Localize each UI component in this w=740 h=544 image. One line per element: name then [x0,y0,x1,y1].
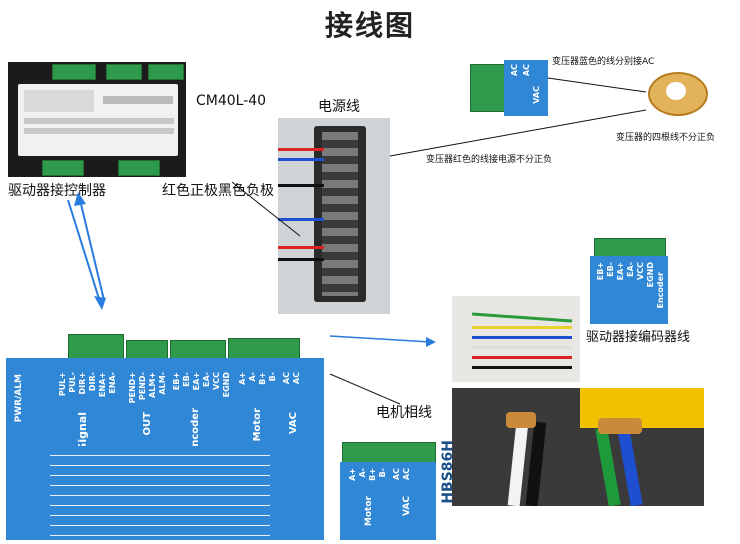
pin-egnd: EGND [222,372,231,398]
line-motor-phase [329,373,401,405]
motor-small-vac: VAC [402,496,412,516]
enc-small-eb-minus: EB- [606,262,615,277]
arrow-encoder [329,335,431,343]
arrow-encoder-head [426,337,436,347]
pin-a-plus: A+ [238,372,247,385]
pin-b-minus: B- [268,372,277,382]
transformer-blue-label: 变压器蓝色的线分别接AC [552,57,655,67]
arrow-down-head [94,296,106,310]
vac-small-ac2: AC [522,64,531,77]
line-transformer-red [389,109,647,157]
transformer-image [642,68,708,122]
enc-small-vcc: VCC [636,262,645,280]
driver-panel-photo: PWR/ALM PUL+ PUL- DIR+ DIR- ENA+ ENA- PE… [6,316,324,540]
group-out: OUT [142,412,153,436]
pin-pend-plus: PEND+ [128,372,137,404]
pin-dir-plus: DIR+ [78,372,87,395]
power-terminal-photo [278,118,390,314]
line-transformer-blue [547,77,647,93]
motor-small-ac2: AC [402,468,411,481]
pin-pul-minus: PUL- [68,372,77,393]
motor-small-a-plus: A+ [348,468,357,481]
group-signal: Signal [76,412,89,451]
enc-small-egnd: EGND [646,262,655,288]
motor-small-a-minus: A- [358,468,367,478]
vac-small-ac1: AC [510,64,519,77]
pin-ac2: AC [292,372,301,385]
pin-eb-minus: EB- [182,372,191,387]
transformer-four-label: 变压器的四根线不分正负 [616,133,716,143]
pin-ena-plus: ENA+ [98,372,107,398]
motor-terminal-photo: A+ A- B+ B- AC AC Motor VAC [340,432,436,540]
pin-vcc: VCC [212,372,221,390]
arrow-up [79,199,105,301]
pin-pul-plus: PUL+ [58,372,67,397]
motor-small-b-plus: B+ [368,468,377,481]
arrow-down [67,199,101,303]
page-title: 接线图 [324,9,415,42]
pin-alm-plus: ALM+ [148,372,157,398]
pin-ea-minus: EA- [202,372,211,387]
red-black-label: 红色正极黑色负极 [162,183,274,199]
pin-pwr-alm: PWR/ALM [14,374,24,423]
pin-alm-minus: ALM- [158,372,167,395]
brand-label: HBS86H [440,440,456,504]
enc-small-eb-plus: EB+ [596,262,605,281]
encoder-wires-photo [452,296,580,382]
driver-to-controller-label: 驱动器接控制器 [8,183,106,199]
pin-ena-minus: ENA- [108,372,117,394]
pin-dir-minus: DIR- [88,372,97,392]
motor-small-b-minus: B- [378,468,387,478]
enc-small-ea-minus: EA- [626,262,635,277]
motor-phase-label: 电机相线 [376,405,432,421]
power-line-label: 电源线 [318,99,360,115]
pin-b-plus: B+ [258,372,267,385]
controller-photo [8,62,186,177]
pin-eb-plus: EB+ [172,372,181,391]
motor-small-motor: Motor [364,496,374,527]
motor-small-ac1: AC [392,468,401,481]
pin-ea-plus: EA+ [192,372,201,391]
group-vac: VAC [288,412,299,435]
vac-small-vac: VAC [532,86,541,104]
vac-terminal-photo: AC AC VAC [470,60,548,116]
encoder-terminal-photo: EB+ EB- EA+ EA- VCC EGND Encoder [590,232,668,324]
motor-wires-photo [452,388,704,506]
transformer-red-label: 变压器红色的线接电源不分正负 [426,155,553,165]
pin-a-minus: A- [248,372,257,382]
pin-ac1: AC [282,372,291,385]
group-motor: Motor [252,408,263,442]
driver-to-encoder-label: 驱动器接编码器线 [586,330,691,345]
model-label: CM40L-40 [196,93,267,109]
enc-small-ea-plus: EA+ [616,262,625,281]
enc-small-encoder: Encoder [656,272,665,309]
pin-pend-minus: PEND- [138,372,147,401]
